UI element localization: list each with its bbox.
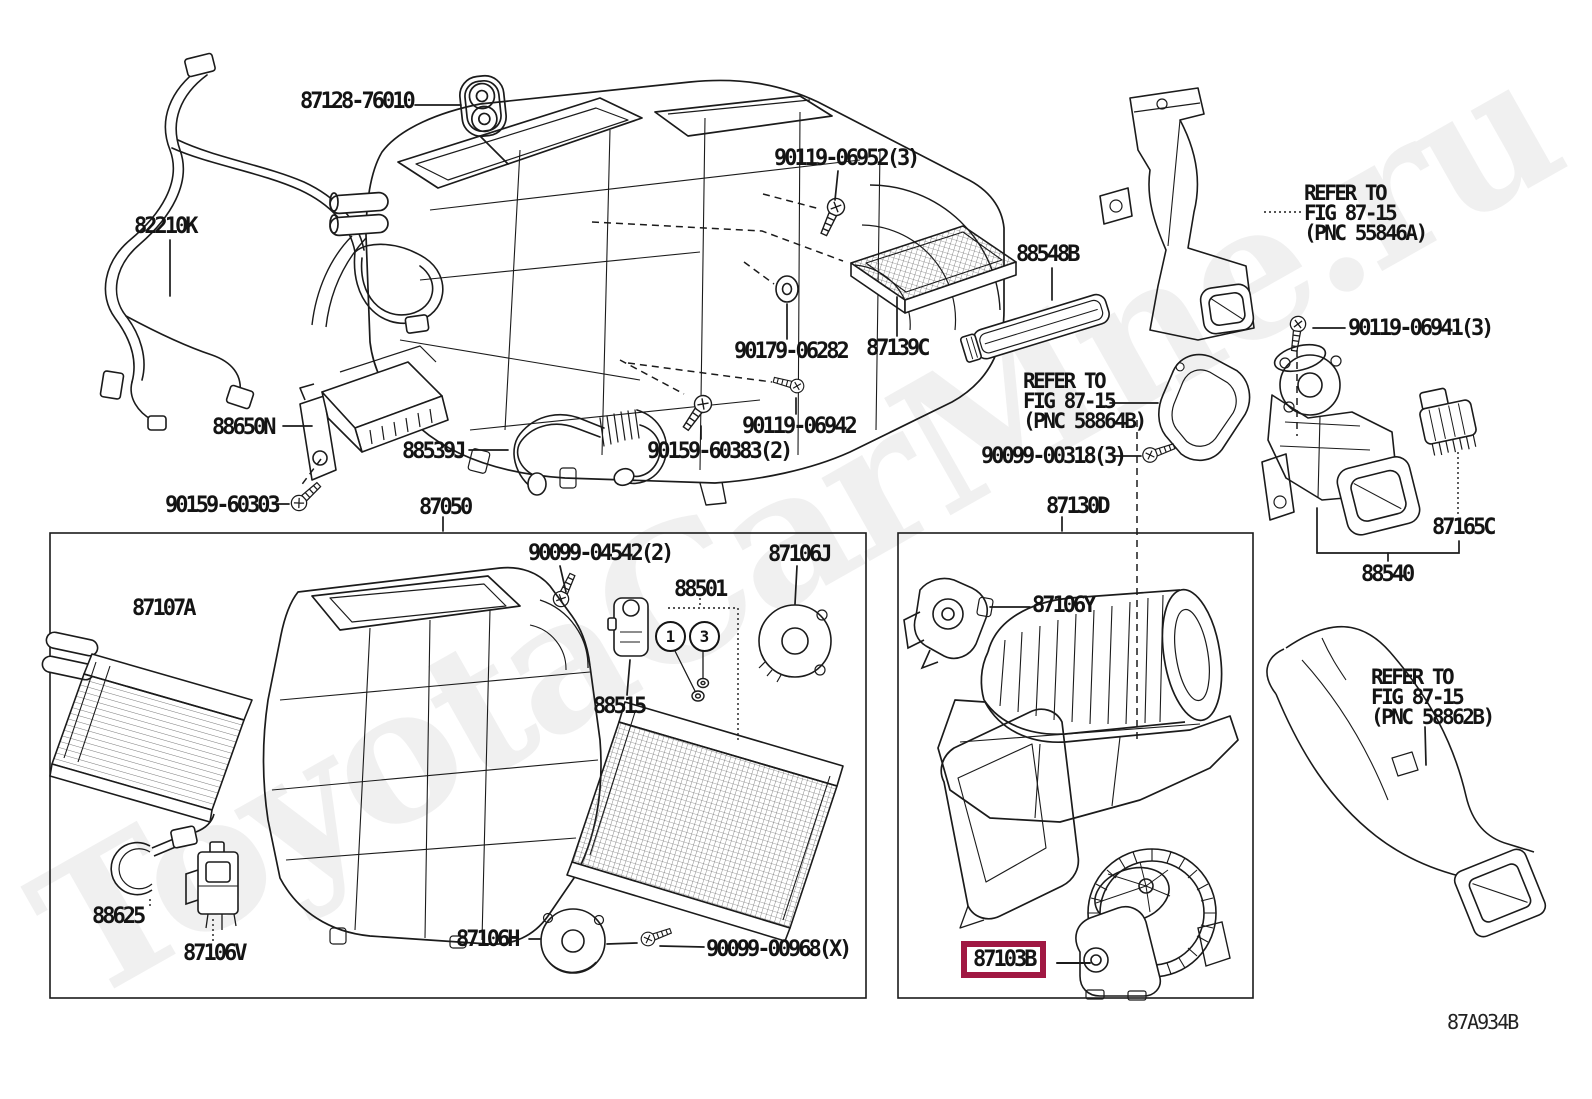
servo-motor-87106V: [185, 841, 239, 930]
part-label-90159-60383: 90159-60383(2): [647, 439, 793, 464]
part-label-87106Y: 87106Y: [1032, 593, 1097, 618]
blower-motor-87103B-drawing: [1075, 848, 1231, 1001]
blower-unit-87130D-drawing: [937, 588, 1239, 929]
group-box-87050: [49, 532, 867, 999]
part-label-87106J: 87106J: [768, 542, 833, 567]
duct-55846A: [1099, 87, 1255, 341]
leader-lines: [169, 104, 1460, 964]
grommet-87128-76010: [459, 74, 507, 138]
part-label-88540: 88540: [1361, 562, 1415, 587]
part-label-88515: 88515: [593, 694, 647, 719]
screw-90099-00968-icon: [638, 923, 674, 949]
dashed-assembly-lines: [299, 193, 1298, 740]
highlighted-part-box-87103B: 87103B: [961, 941, 1047, 978]
heater-core-87107A: [41, 631, 253, 823]
part-label-87128-76010: 87128-76010: [300, 89, 416, 114]
callout-3-number: 3: [699, 627, 710, 646]
part-label-90099-00968: 90099-00968(X): [706, 937, 852, 962]
dotted-reference-lines: [149, 211, 1459, 941]
part-label-87165C: 87165C: [1432, 515, 1497, 540]
filter-87139C: [850, 225, 1017, 314]
screw-90159-60303-icon: [287, 478, 325, 515]
o-rings-88501: [691, 677, 710, 702]
grommet-90179-06282-icon: [775, 275, 799, 303]
figure-code: 87A934B: [1447, 1010, 1519, 1034]
part-label-88650N: 88650N: [212, 415, 277, 440]
refer-note-55846A: REFER TO FIG 87-15 (PNC 55846A): [1304, 181, 1428, 245]
group-box-87130D: [897, 532, 1254, 999]
servo-motor-87106J: [758, 604, 832, 683]
blower-resistor-87165C: [1419, 387, 1477, 456]
clamp-88625: [110, 813, 215, 896]
part-label-90119-06952: 90119-06952(3): [774, 146, 920, 171]
part-label-88548B: 88548B: [1016, 242, 1081, 267]
evaporator-88501-drawing: [566, 701, 844, 942]
part-label-90159-60303: 90159-60303: [165, 493, 281, 518]
filter-cover-88548B: [959, 293, 1110, 363]
cooler-case-drawing-left: [262, 566, 602, 949]
part-label-88501: 88501: [674, 577, 728, 602]
group-label-87130D: 87130D: [1046, 494, 1111, 519]
duct-58862B: [1266, 625, 1547, 938]
part-label-90099-04542: 90099-04542(2): [528, 541, 674, 566]
part-label-87139C: 87139C: [866, 336, 931, 361]
refer-note-58864B: REFER TO FIG 87-15 (PNC 58864B): [1023, 369, 1147, 433]
part-label-82210K: 82210K: [134, 214, 199, 239]
screw-90119-06952-icon: [815, 195, 848, 239]
screw-90159-60383-icon: [678, 391, 716, 435]
part-label-90179-06282: 90179-06282: [734, 339, 850, 364]
drain-hose-88539J: [513, 409, 668, 496]
gasket-58864B: [1158, 353, 1251, 461]
group-label-87050: 87050: [419, 495, 473, 520]
amplifier-88650N: [299, 345, 449, 481]
refer-note-58862B: REFER TO FIG 87-15 (PNC 58862B): [1371, 665, 1495, 729]
part-label-88625: 88625: [92, 904, 146, 929]
part-label-87103B: 87103B: [973, 947, 1038, 972]
servo-motor-87106H: [540, 908, 606, 974]
expansion-valve-88515: [607, 597, 649, 657]
callout-circle-3: 3: [689, 621, 720, 652]
part-label-87107A: 87107A: [132, 596, 197, 621]
blower-servo-assembly-88540: [1261, 343, 1421, 536]
part-label-87106H: 87106H: [456, 927, 521, 952]
screw-90119-06942-icon: [771, 372, 806, 395]
part-label-90099-00318: 90099-00318(3): [981, 444, 1127, 469]
wire-harness-82210K: [99, 52, 444, 431]
part-label-88539J: 88539J: [402, 439, 467, 464]
callout-1-number: 1: [665, 627, 676, 646]
part-label-90119-06942: 90119-06942: [742, 414, 858, 439]
callout-circle-1: 1: [655, 621, 686, 652]
part-label-90119-06941: 90119-06941(3): [1348, 316, 1494, 341]
part-label-87106V: 87106V: [183, 941, 248, 966]
servo-motor-87106Y: [903, 577, 994, 670]
